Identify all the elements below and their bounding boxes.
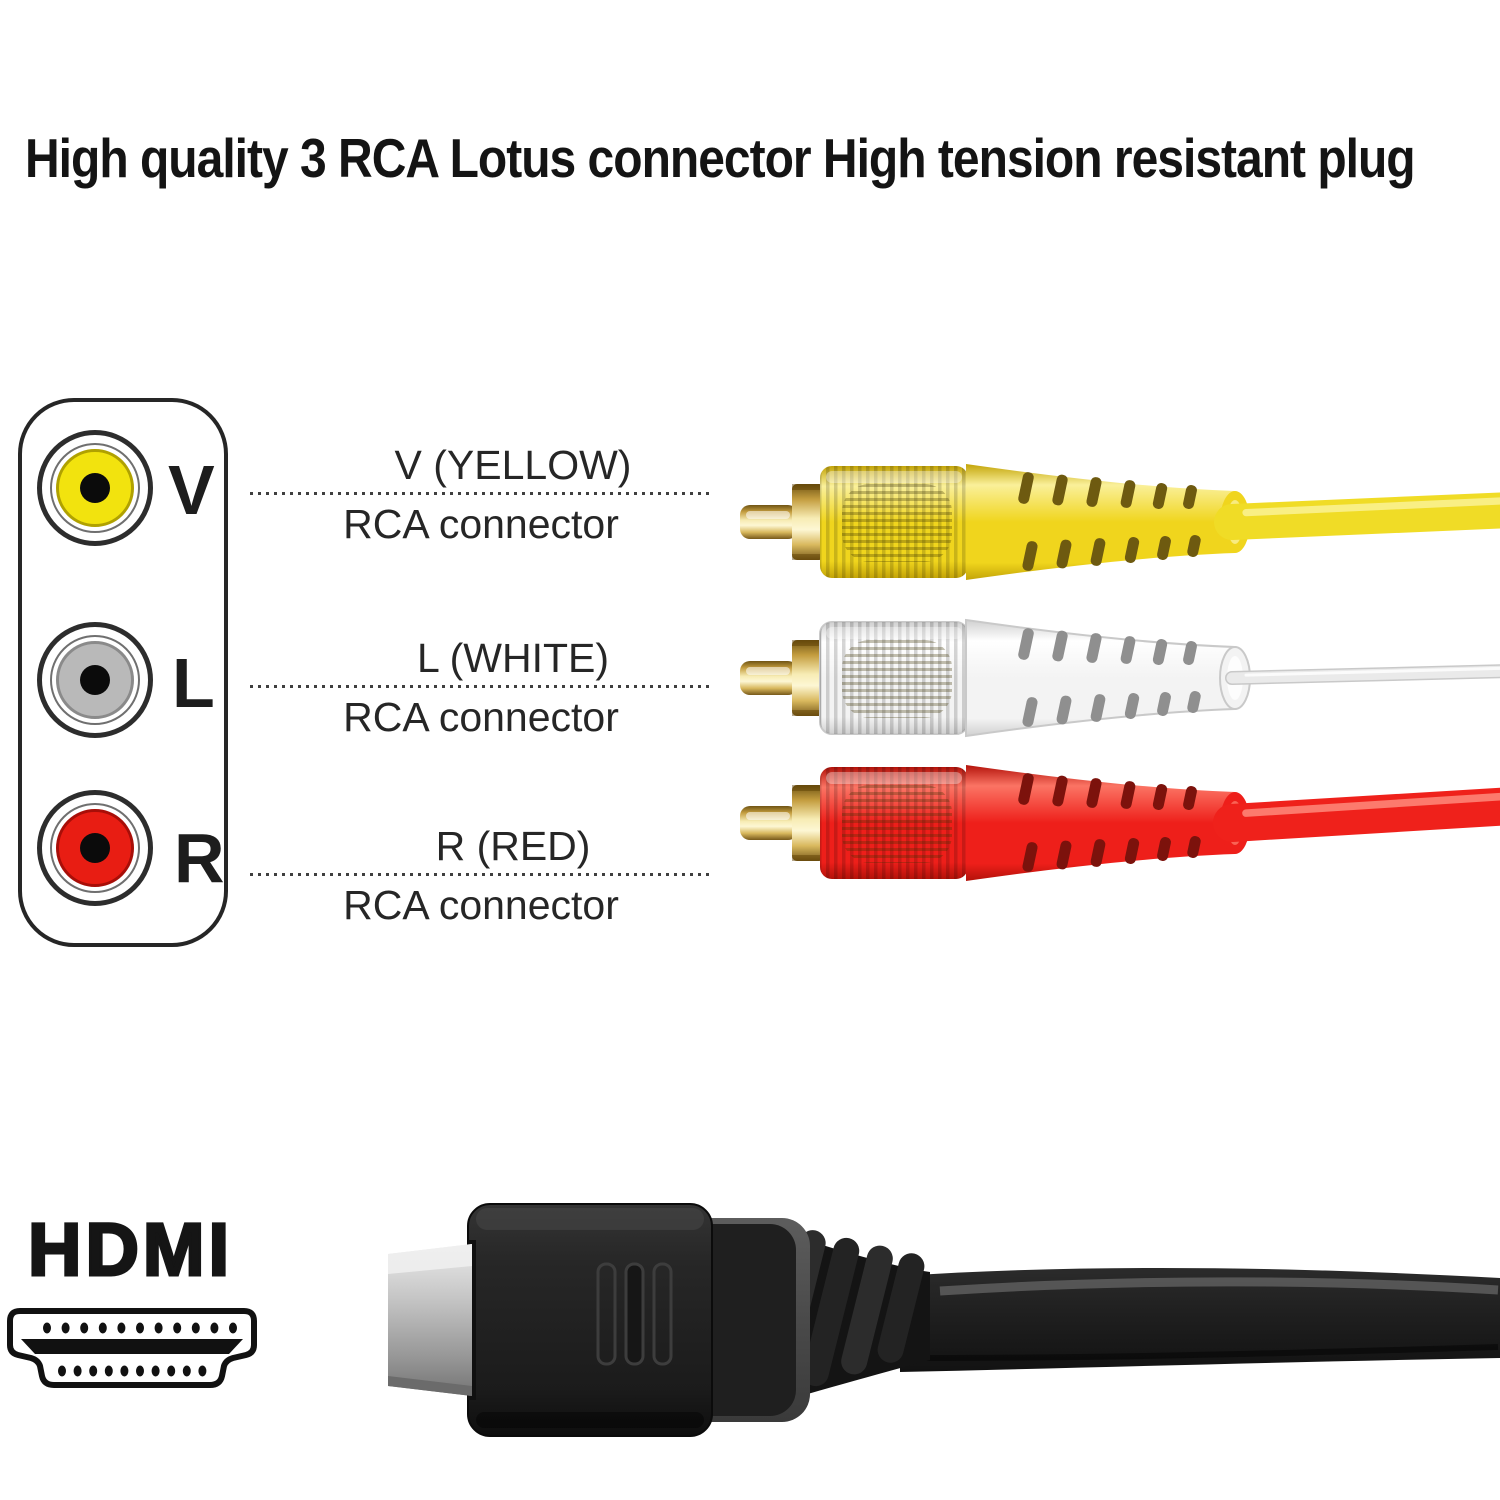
rca-jack-audio-right-disc bbox=[56, 809, 134, 887]
callout-audio-left-connector: RCA connector bbox=[343, 694, 619, 740]
rca-jack-ring bbox=[50, 803, 140, 893]
callout-audio-right-connector: RCA connector bbox=[343, 882, 619, 928]
hdmi-tongue-bar bbox=[21, 1339, 243, 1354]
callout-audio-right: R (RED) RCA connector bbox=[250, 821, 712, 931]
rca-jack-ring bbox=[50, 635, 140, 725]
hdmi-plug-photo bbox=[388, 1203, 1500, 1437]
hdmi-logo-text: HDMI bbox=[26, 1208, 234, 1291]
hdmi-cable-highlight bbox=[939, 1277, 1499, 1296]
hdmi-metal-connector bbox=[388, 1244, 472, 1396]
rca-jack-pin-hole bbox=[80, 473, 110, 503]
rca-jack-pin-hole bbox=[80, 665, 110, 695]
rca-jack-video bbox=[37, 430, 153, 546]
rca-jack-pin-hole bbox=[80, 833, 110, 863]
hdmi-cable bbox=[900, 1267, 1500, 1372]
callout-video-connector: RCA connector bbox=[343, 501, 619, 547]
port-letter-v: V bbox=[168, 451, 215, 529]
leader-dotted-line bbox=[250, 492, 712, 495]
callout-audio-left: L (WHITE) RCA connector bbox=[250, 633, 712, 743]
rca-plug-red bbox=[730, 743, 1500, 903]
rca-jack-audio-right bbox=[37, 790, 153, 906]
hdmi-grip-lines bbox=[596, 1262, 673, 1366]
port-letter-l: L bbox=[172, 644, 215, 722]
callout-audio-left-signal: L (WHITE) bbox=[416, 635, 610, 681]
rca-jack-video-disc bbox=[56, 449, 134, 527]
leader-dotted-line bbox=[250, 873, 712, 876]
rca-plug-yellow bbox=[730, 442, 1500, 602]
hdmi-port-icon bbox=[7, 1308, 257, 1388]
callout-video: V (YELLOW) RCA connector bbox=[250, 440, 712, 550]
rca-jack-ring bbox=[50, 443, 140, 533]
hdmi-pins-bottom bbox=[58, 1365, 207, 1377]
hdmi-plug-body bbox=[467, 1203, 713, 1437]
port-letter-r: R bbox=[174, 819, 225, 897]
rca-jack-audio-left-disc bbox=[56, 641, 134, 719]
rca-jack-audio-left bbox=[37, 622, 153, 738]
page-title: High quality 3 RCA Lotus connector High … bbox=[25, 129, 1416, 190]
hdmi-pins-top bbox=[43, 1322, 237, 1334]
leader-dotted-line bbox=[250, 685, 712, 688]
rca-plug-white bbox=[730, 598, 1500, 758]
callout-video-signal: V (YELLOW) bbox=[394, 442, 632, 488]
callout-audio-right-signal: R (RED) bbox=[435, 823, 591, 869]
